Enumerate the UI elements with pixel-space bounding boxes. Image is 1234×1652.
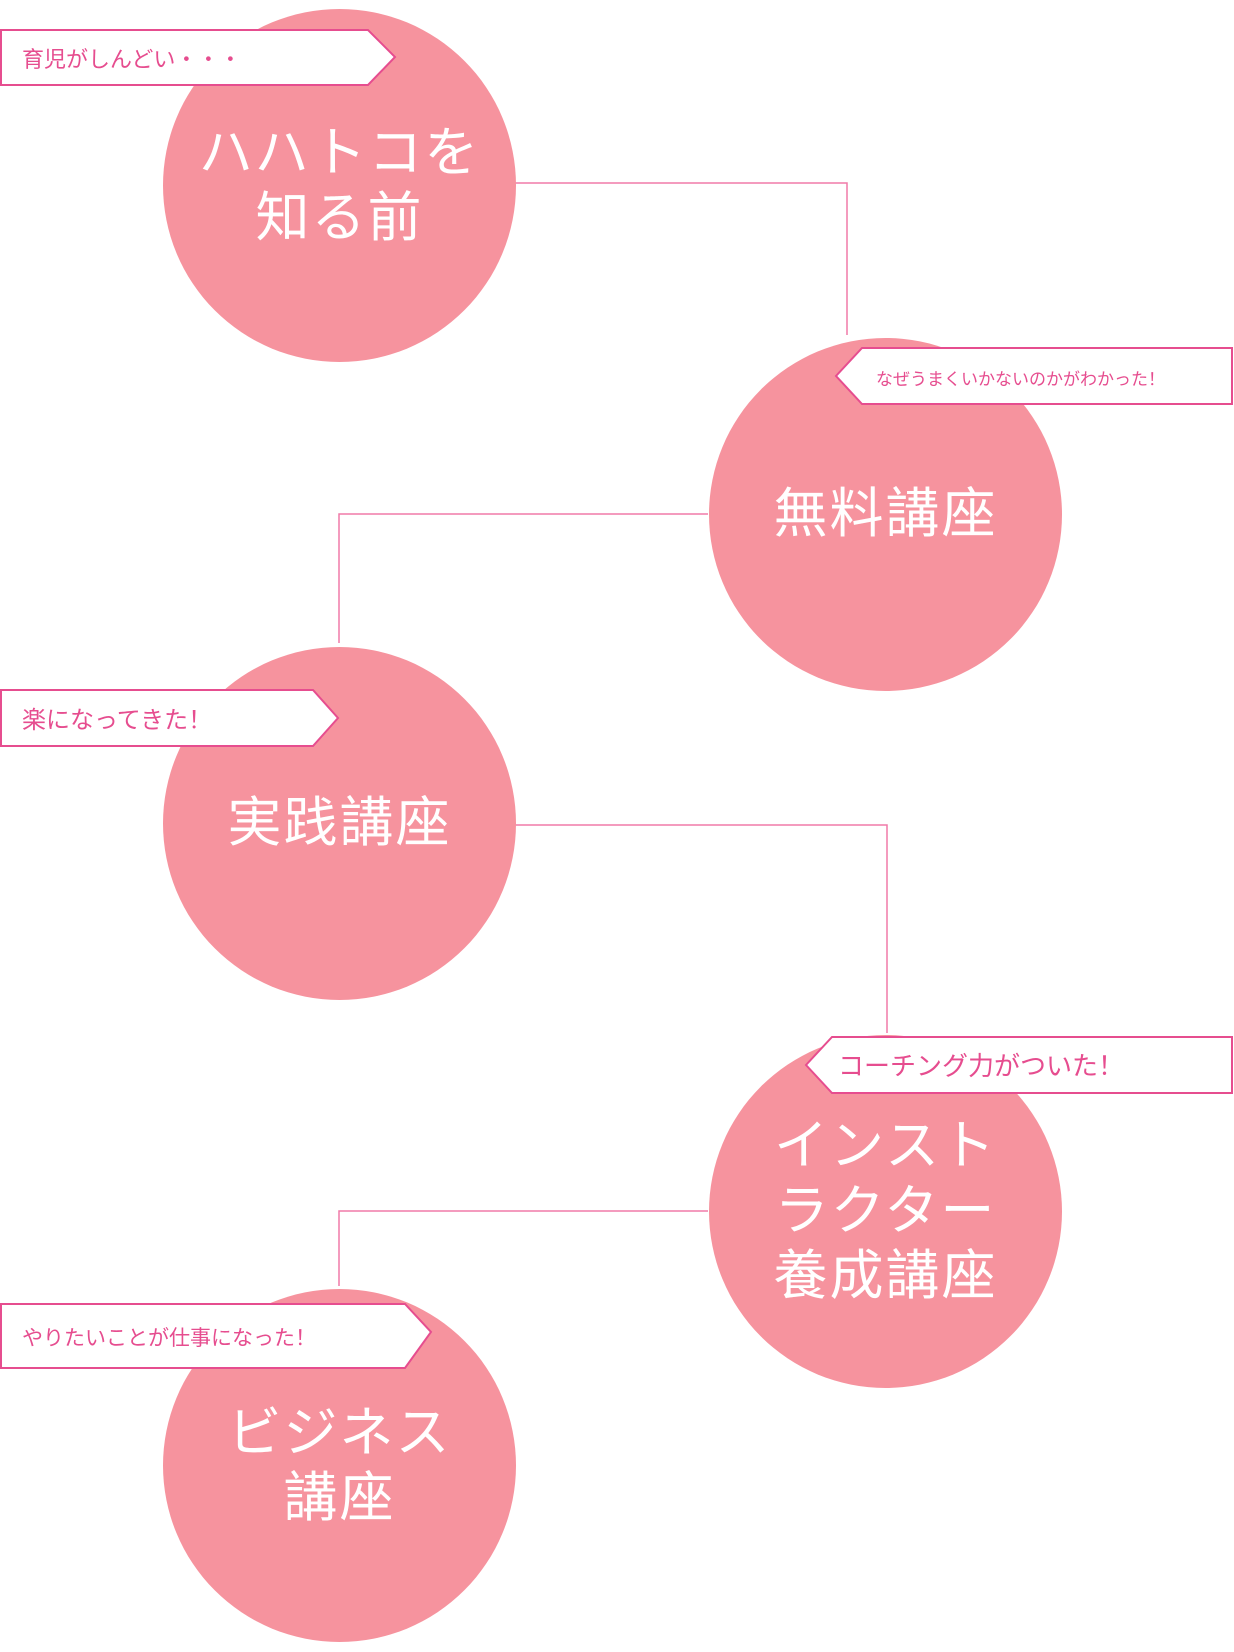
bubble-shape xyxy=(0,29,397,86)
bubble-shape xyxy=(0,1303,433,1369)
connector-2-3 xyxy=(338,513,708,643)
bubble-shape xyxy=(834,347,1233,405)
bubble-text: やりたいことが仕事になった！ xyxy=(22,1326,316,1350)
bubble-shape xyxy=(0,689,340,747)
bubble-text: 楽になってきた！ xyxy=(22,706,212,734)
stage-label: 実践講座 xyxy=(227,791,452,855)
stage-label: インスト ラクター 養成講座 xyxy=(773,1114,998,1307)
bubble-text: 育児がしんどい・・・ xyxy=(22,48,241,73)
connector-3-4 xyxy=(515,824,888,1033)
stage-label: ハハトコを 知る前 xyxy=(198,120,481,249)
connector-1-2 xyxy=(515,182,848,335)
stage-circle-practice-course: 実践講座 xyxy=(163,647,516,1000)
bubble-shape xyxy=(804,1036,1233,1094)
bubble-text: なぜうまくいかないのかがわかった！ xyxy=(876,370,1165,390)
connector-4-5 xyxy=(338,1210,708,1286)
stage-circle-free-course: 無料講座 xyxy=(709,338,1062,691)
stage-label: 無料講座 xyxy=(773,482,998,546)
bubble-text: コーチング力がついた！ xyxy=(838,1052,1124,1082)
stage-label: ビジネス 講座 xyxy=(227,1400,452,1529)
